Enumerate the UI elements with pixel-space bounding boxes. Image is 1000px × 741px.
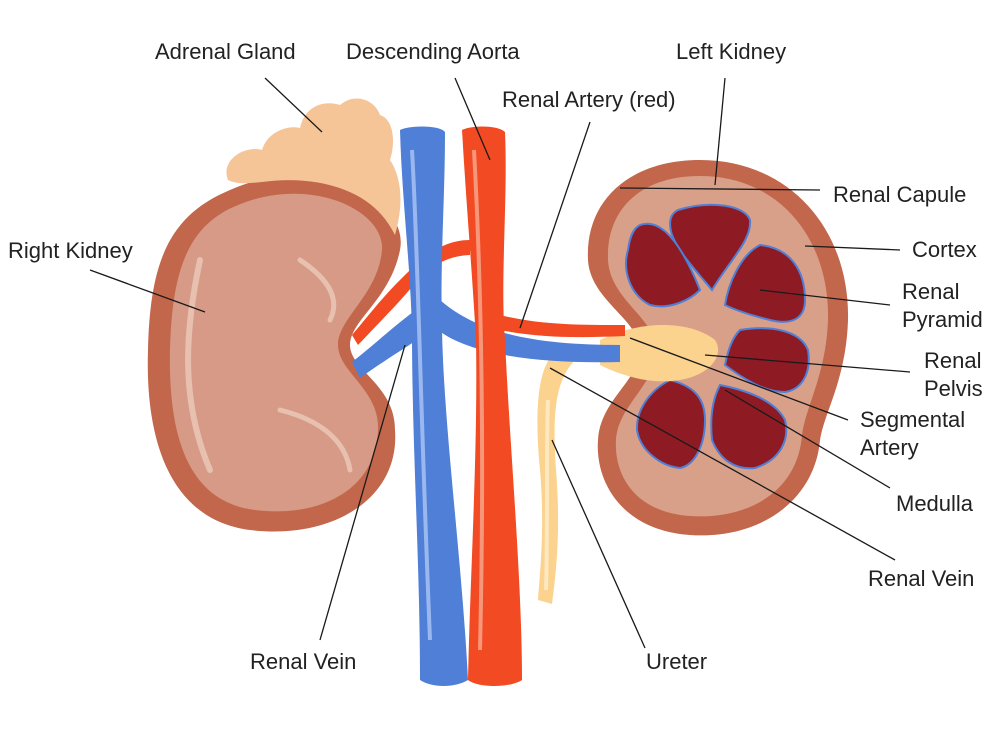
leader-adrenal-gland bbox=[264, 77, 323, 133]
right-kidney-highlight-1 bbox=[185, 257, 213, 473]
pyramid-2 bbox=[625, 222, 702, 308]
leader-renal-vein-right bbox=[319, 344, 406, 641]
label-right-kidney: Right Kidney bbox=[8, 238, 133, 263]
leader-right-kidney bbox=[89, 269, 206, 313]
leader-cortex bbox=[804, 245, 901, 251]
label-renal-vein-left: Renal Vein bbox=[868, 566, 975, 591]
adrenal-gland-shape bbox=[226, 98, 401, 235]
label-renal-pelvis-line1: Renal bbox=[924, 348, 982, 373]
leader-segmental-artery bbox=[629, 337, 849, 421]
label-left-kidney: Left Kidney bbox=[676, 39, 787, 64]
renal-artery-right-shape bbox=[352, 240, 470, 345]
leader-ureter bbox=[551, 439, 646, 649]
label-renal-pelvis-line2: Pelvis bbox=[924, 376, 983, 401]
label-adrenal-gland: Adrenal Gland bbox=[155, 39, 296, 64]
vena-cava-highlight bbox=[410, 149, 432, 641]
label-cortex: Cortex bbox=[912, 237, 977, 262]
ureter-highlight bbox=[544, 399, 550, 591]
pyramid-1 bbox=[669, 203, 752, 292]
ureter-shape bbox=[537, 350, 575, 604]
label-segmental-artery-line2: Artery bbox=[860, 435, 919, 460]
pyramid-5 bbox=[710, 383, 788, 470]
renal-pelvis-shape bbox=[600, 325, 719, 382]
leader-left-kidney bbox=[714, 77, 726, 186]
label-renal-vein-right: Renal Vein bbox=[250, 649, 357, 674]
renal-artery-left-shape bbox=[500, 315, 625, 338]
aorta-highlight bbox=[472, 149, 485, 651]
label-descending-aorta: Descending Aorta bbox=[346, 39, 520, 64]
vena-cava-shape bbox=[400, 126, 468, 686]
pyramid-3 bbox=[723, 243, 807, 323]
leader-renal-pyramid bbox=[759, 289, 891, 306]
leader-descending-aorta bbox=[454, 77, 491, 161]
label-medulla: Medulla bbox=[896, 491, 974, 516]
leader-renal-artery bbox=[519, 121, 591, 329]
leader-renal-capsule bbox=[619, 187, 821, 191]
label-renal-artery: Renal Artery (red) bbox=[502, 87, 676, 112]
label-renal-capsule: Renal Capule bbox=[833, 182, 967, 207]
leader-renal-vein-left bbox=[549, 367, 896, 561]
leader-medulla bbox=[724, 389, 891, 489]
label-ureter: Ureter bbox=[646, 649, 708, 674]
pyramid-6 bbox=[635, 378, 707, 470]
leader-renal-pelvis bbox=[704, 354, 911, 373]
right-kidney-highlight-3 bbox=[277, 407, 353, 473]
aorta-shape bbox=[462, 126, 522, 686]
right-kidney-highlight-2 bbox=[297, 257, 337, 323]
label-segmental-artery-line1: Segmental bbox=[860, 407, 966, 432]
label-renal-pyramid-line1: Renal bbox=[902, 279, 960, 304]
label-renal-pyramid-line2: Pyramid bbox=[902, 307, 983, 332]
